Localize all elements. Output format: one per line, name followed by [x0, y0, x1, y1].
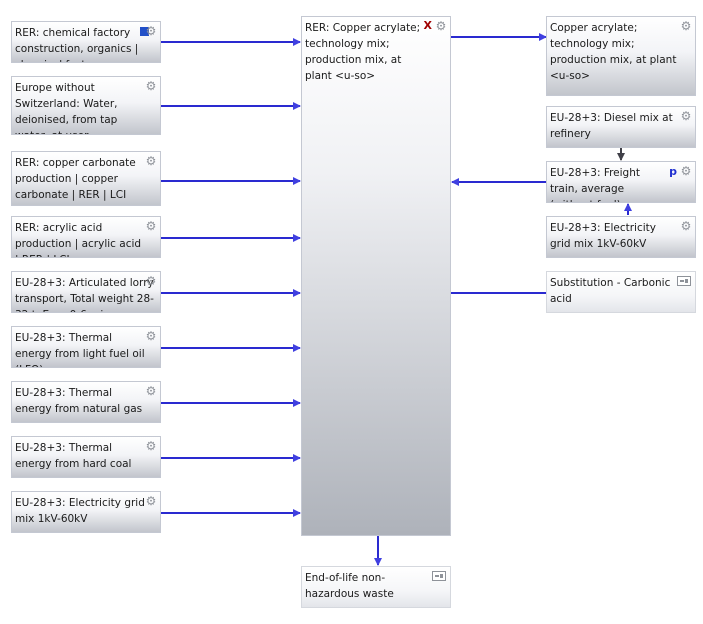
- process-label: RER: Copper acrylate; technology mix; pr…: [305, 22, 421, 82]
- process-label: End-of-life non-hazardous waste: [305, 572, 394, 600]
- gear-icon[interactable]: ⚙: [145, 79, 157, 93]
- gear-icon[interactable]: ⚙: [145, 439, 157, 453]
- process-node-thermal-natural-gas[interactable]: EU-28+3: Thermal energy from natural gas…: [11, 381, 161, 423]
- process-label: RER: chemical factory construction, orga…: [15, 27, 139, 62]
- blue-square-icon: [140, 27, 149, 36]
- process-node-chemical-factory[interactable]: RER: chemical factory construction, orga…: [11, 21, 161, 63]
- gear-icon[interactable]: ⚙: [145, 219, 157, 233]
- gear-icon[interactable]: ⚙: [145, 24, 157, 38]
- process-label: EU-28+3: Thermal energy from light fuel …: [15, 332, 145, 367]
- output-product-node[interactable]: Copper acrylate; technology mix; product…: [546, 16, 696, 96]
- gear-icon[interactable]: ⚙: [145, 494, 157, 508]
- process-node-electricity-grid-left[interactable]: EU-28+3: Electricity grid mix 1kV-60kV ⚙: [11, 491, 161, 533]
- gear-icon[interactable]: ⚙: [680, 19, 692, 33]
- process-node-freight-train[interactable]: EU-28+3: Freight train, average (without…: [546, 161, 696, 203]
- process-node-water-deionised[interactable]: Europe without Switzerland: Water, deion…: [11, 76, 161, 135]
- flow-icon[interactable]: [677, 276, 691, 286]
- process-label: EU-28+3: Thermal energy from natural gas: [15, 387, 143, 415]
- flow-icon[interactable]: [432, 571, 446, 581]
- process-label: RER: copper carbonate production | coppe…: [15, 157, 136, 201]
- process-label: EU-28+3: Articulated lorry transport, To…: [15, 277, 154, 312]
- process-label: EU-28+3: Electricity grid mix 1kV-60kV: [15, 497, 145, 525]
- gear-icon[interactable]: ⚙: [145, 384, 157, 398]
- gear-icon[interactable]: ⚙: [435, 19, 447, 33]
- process-label: RER: acrylic acid production | acrylic a…: [15, 222, 142, 257]
- process-node-copper-carbonate[interactable]: RER: copper carbonate production | coppe…: [11, 151, 161, 206]
- process-node-acrylic-acid[interactable]: RER: acrylic acid production | acrylic a…: [11, 216, 161, 258]
- gear-icon[interactable]: ⚙: [145, 154, 157, 168]
- end-of-life-node[interactable]: End-of-life non-hazardous waste: [301, 566, 451, 608]
- process-node-thermal-hard-coal[interactable]: EU-28+3: Thermal energy from hard coal ⚙: [11, 436, 161, 478]
- process-label: EU-28+3: Thermal energy from hard coal: [15, 442, 132, 470]
- process-label: EU-28+3: Diesel mix at refinery: [550, 112, 673, 140]
- process-node-lorry-transport[interactable]: EU-28+3: Articulated lorry transport, To…: [11, 271, 161, 313]
- gear-icon[interactable]: ⚙: [145, 329, 157, 343]
- process-label: EU-28+3: Electricity grid mix 1kV-60kV: [550, 222, 656, 250]
- gear-icon[interactable]: ⚙: [680, 164, 692, 178]
- gear-icon[interactable]: ⚙: [145, 274, 157, 288]
- process-label: EU-28+3: Freight train, average (without…: [550, 167, 640, 202]
- main-process-node-copper-acrylate[interactable]: RER: Copper acrylate; technology mix; pr…: [301, 16, 451, 536]
- gear-icon[interactable]: ⚙: [680, 219, 692, 233]
- process-node-diesel-mix[interactable]: EU-28+3: Diesel mix at refinery ⚙: [546, 106, 696, 148]
- process-label: Copper acrylate; technology mix; product…: [550, 22, 677, 82]
- x-mark-icon: X: [423, 19, 432, 32]
- process-node-electricity-grid-right[interactable]: EU-28+3: Electricity grid mix 1kV-60kV ⚙: [546, 216, 696, 258]
- p-mark-icon: p: [669, 165, 677, 178]
- process-node-thermal-lfo[interactable]: EU-28+3: Thermal energy from light fuel …: [11, 326, 161, 368]
- process-label: Europe without Switzerland: Water, deion…: [15, 82, 118, 134]
- substitution-node[interactable]: Substitution - Carbonic acid: [546, 271, 696, 313]
- process-label: Substitution - Carbonic acid: [550, 277, 671, 305]
- gear-icon[interactable]: ⚙: [680, 109, 692, 123]
